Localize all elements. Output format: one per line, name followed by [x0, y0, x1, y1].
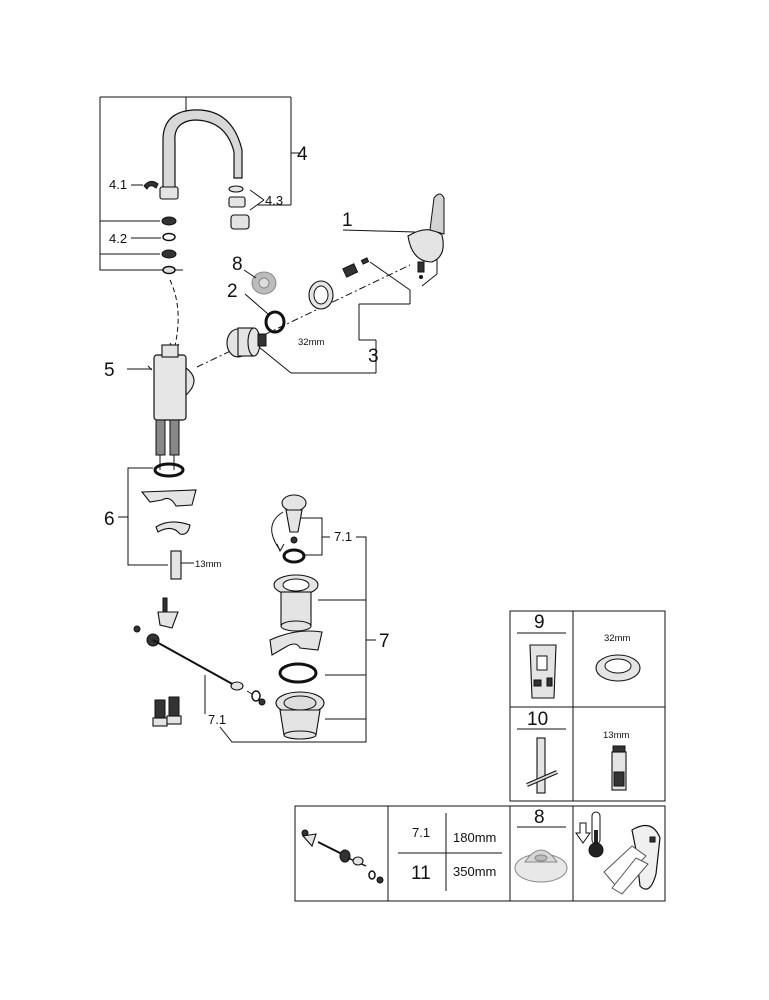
label-4-1: 4.1: [109, 177, 127, 192]
tool-10-size: 13mm: [603, 730, 629, 741]
label-4-2: 4.2: [109, 231, 127, 246]
hose-left: [155, 419, 166, 456]
cap-8-number: 8: [534, 807, 545, 828]
waste-plug: [281, 494, 307, 544]
aerator-insert: [230, 214, 250, 230]
label-7-1-bottom: 7.1: [208, 712, 226, 727]
label-3: 3: [368, 346, 379, 367]
aerator-washer: [228, 185, 244, 193]
hose-connectors: [152, 696, 182, 727]
body-nipple: [161, 344, 179, 358]
label-8-cap: 8: [232, 254, 243, 275]
faucet-body: 5: [104, 344, 195, 470]
waste-gasket: [278, 662, 318, 684]
label-2: 2: [227, 281, 238, 302]
label-13mm: 13mm: [195, 559, 221, 570]
cartridge: [226, 327, 267, 358]
tool-10-number: 10: [527, 709, 548, 730]
hex-key-13mm-icon: [611, 745, 627, 791]
mount-plate: [140, 489, 197, 507]
label-4: 4: [297, 144, 308, 165]
label-5: 5: [104, 360, 115, 381]
tool-9-size: 32mm: [604, 633, 630, 644]
length-row-1-code: 7.1: [412, 825, 430, 840]
mount-horseshoe: [155, 521, 191, 535]
spout-washer-stack: [100, 216, 177, 275]
label-4-3: 4.3: [265, 193, 283, 208]
label-6: 6: [104, 509, 115, 530]
hose-right: [169, 419, 180, 456]
mount-stud: [170, 550, 182, 580]
tool-9-number: 9: [534, 612, 545, 633]
lever-adapter: [342, 263, 359, 278]
label-7-1-top: 7.1: [334, 529, 352, 544]
spout-group: 4 4.1 4.2 4.3: [99, 96, 308, 354]
plug-seal: [282, 548, 306, 564]
hot-cold-icon: [575, 811, 604, 858]
label-32mm: 32mm: [298, 337, 324, 348]
mounting-group: 6 13mm: [104, 462, 221, 580]
cartridge-group: 1 2 3 8 32mm: [196, 193, 445, 374]
lever-handle: [407, 193, 445, 279]
waste-flange: [273, 574, 319, 632]
length-row-2-length: 350mm: [453, 864, 496, 879]
tools-table: 9 10 32mm 13mm: [509, 610, 666, 802]
spout-clip: [143, 180, 159, 190]
popup-rod-assembly: 7.1: [133, 597, 367, 743]
tool-9-icon: [529, 644, 557, 699]
ring-32mm-icon: [595, 654, 641, 682]
spout-base-ring: [159, 186, 179, 200]
mount-gasket: [153, 462, 185, 478]
cap-8-icon: [514, 849, 568, 883]
cartridge-seal: [264, 310, 286, 334]
cartridge-nut: [308, 280, 334, 310]
length-row-1-length: 180mm: [453, 830, 496, 845]
spout-body: [162, 109, 243, 191]
length-row-2-code: 11: [411, 863, 431, 884]
waste-group: 7.1 7: [269, 494, 390, 740]
tool-10-icon: [526, 737, 558, 794]
label-7: 7: [379, 631, 390, 652]
length-table: 7.1 180mm 11 350mm 8: [294, 805, 666, 902]
aerator-ring: [228, 196, 246, 208]
label-1: 1: [342, 210, 353, 231]
lever-position-icon: [603, 824, 661, 895]
waste-spacer: [269, 630, 323, 656]
waste-body: [275, 691, 325, 740]
rod-pictogram: [301, 829, 384, 884]
